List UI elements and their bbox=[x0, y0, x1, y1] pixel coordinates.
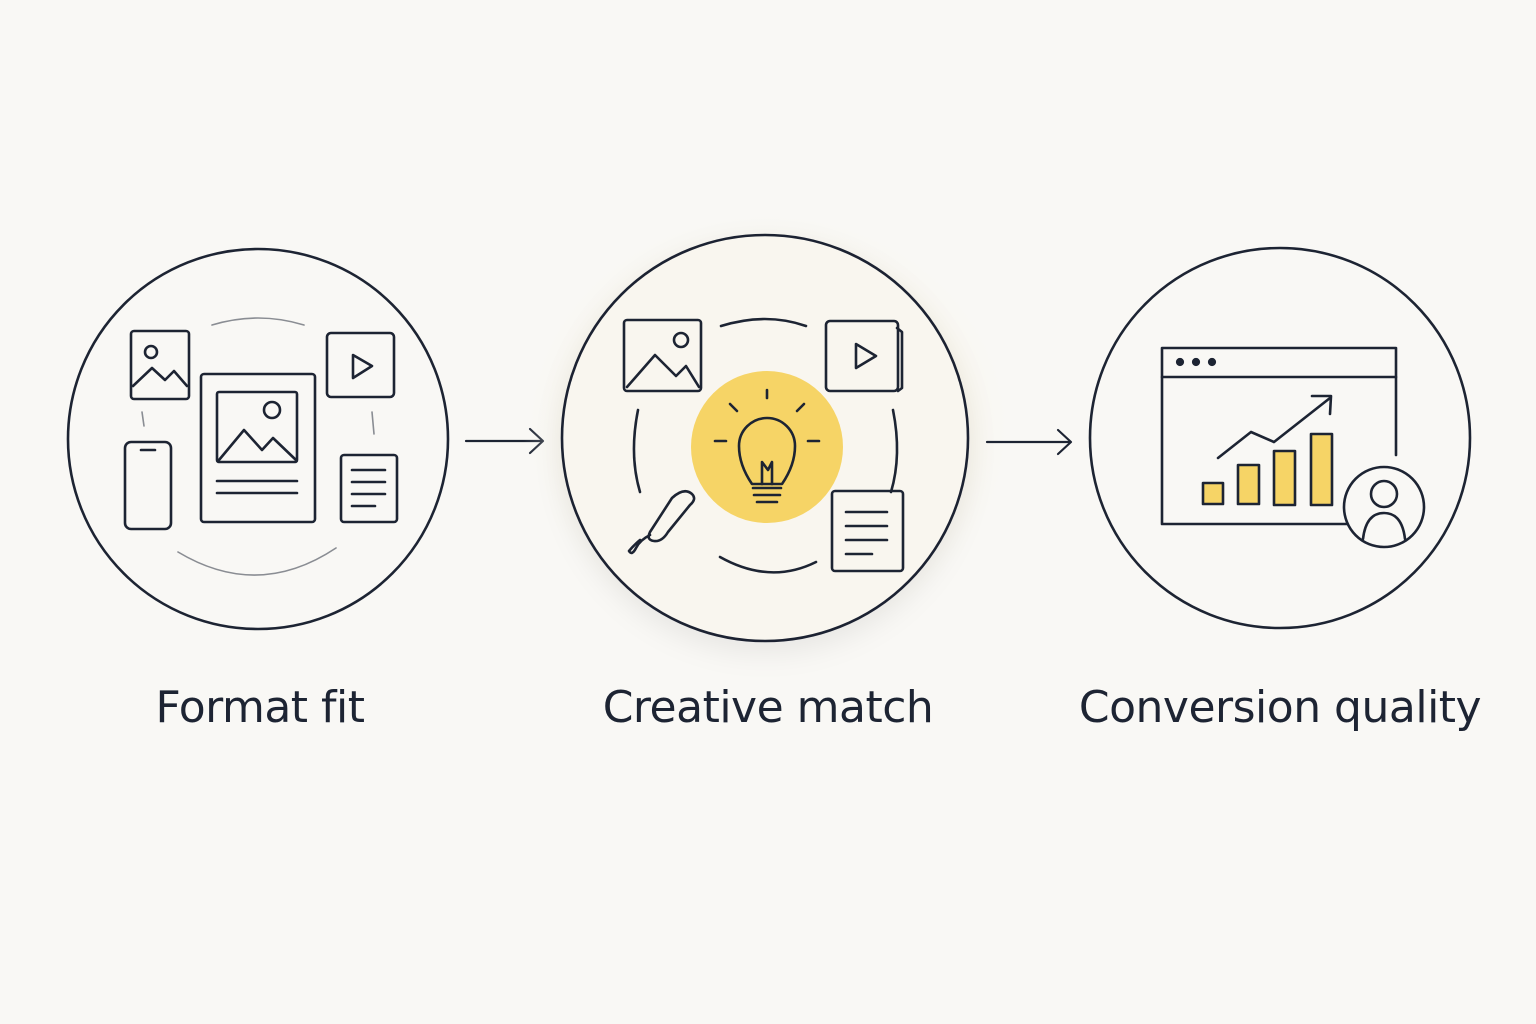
browser-window-icon bbox=[1160, 346, 1398, 526]
step-label-format-fit: Format fit bbox=[155, 682, 365, 733]
lightbulb-icon bbox=[691, 371, 843, 523]
user-icon bbox=[1342, 465, 1426, 549]
document-icon bbox=[339, 453, 399, 524]
paintbrush-icon bbox=[627, 489, 696, 555]
trend-arrow-icon bbox=[1216, 394, 1333, 460]
article-icon bbox=[199, 372, 317, 524]
orbit-arcs bbox=[632, 317, 899, 574]
image-icon bbox=[622, 318, 703, 393]
bar-chart-icon bbox=[1201, 432, 1334, 507]
step-label-conversion-quality: Conversion quality bbox=[1078, 682, 1482, 733]
bar-3 bbox=[1272, 449, 1297, 507]
image-icon bbox=[129, 329, 191, 401]
step-1-format-fit bbox=[66, 247, 450, 631]
bar-4 bbox=[1309, 432, 1334, 507]
play-icon bbox=[824, 319, 904, 393]
step-1-circle bbox=[66, 247, 450, 631]
step-2-creative-match bbox=[523, 210, 1013, 650]
step-3-conversion-quality bbox=[1088, 246, 1472, 630]
bar-2 bbox=[1236, 463, 1261, 506]
orbit-arcs bbox=[141, 317, 375, 576]
step-3-circle bbox=[1088, 246, 1472, 630]
arrow-right-icon bbox=[985, 428, 1073, 456]
step-label-creative-match: Creative match bbox=[602, 682, 934, 733]
document-icon bbox=[830, 489, 905, 573]
bar-1 bbox=[1201, 481, 1225, 506]
phone-icon bbox=[123, 440, 173, 531]
play-icon bbox=[325, 331, 396, 399]
